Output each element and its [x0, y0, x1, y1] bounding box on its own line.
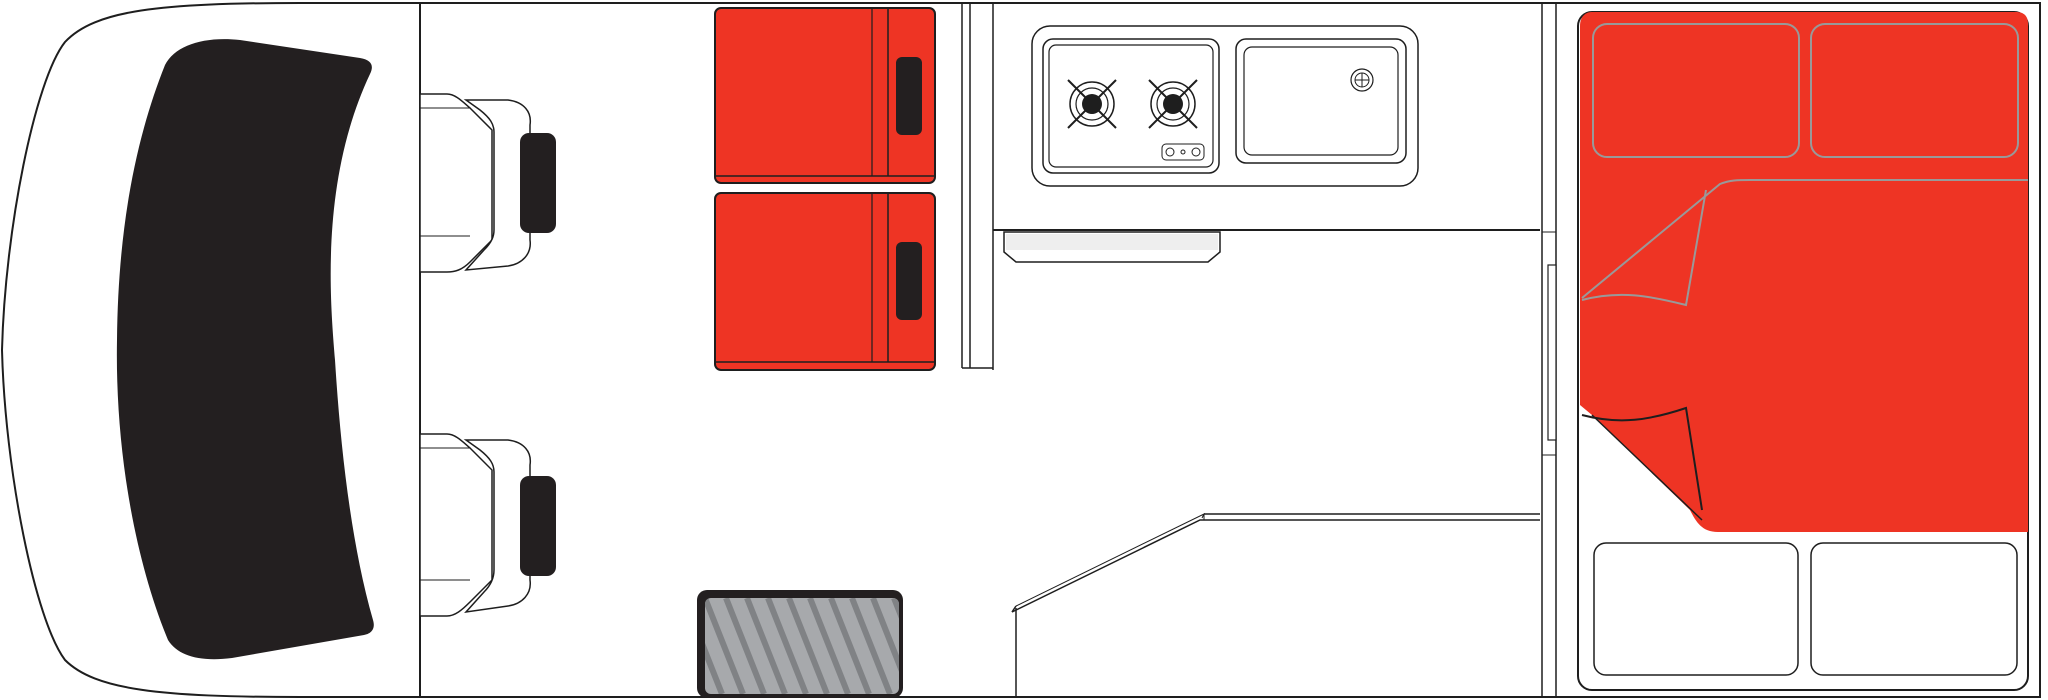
bed-storage	[1593, 542, 1799, 676]
cab-seat-icon	[419, 93, 556, 273]
windscreen-icon	[116, 39, 374, 660]
bench-partition	[961, 3, 994, 370]
pillow	[1810, 23, 2019, 158]
seat-cushion-icon	[714, 7, 936, 184]
bedroom-divider	[1541, 3, 1557, 697]
bed-storage	[1810, 542, 2018, 676]
doormat-stripe	[723, 598, 767, 694]
doormat-stripe	[786, 598, 830, 694]
seat-cushion-icon	[714, 192, 936, 371]
doormat-stripe	[744, 598, 788, 694]
stove-control-icon	[1161, 143, 1205, 161]
duvet-fold	[1581, 179, 2028, 299]
burner-icon	[1067, 79, 1117, 129]
doormat-stripe	[828, 598, 872, 694]
double-bed-icon	[1577, 11, 2029, 691]
lower-cabinet	[1011, 512, 1540, 697]
doormat-icon	[697, 590, 903, 698]
doormat-stripe	[849, 598, 893, 694]
burner-icon	[1148, 79, 1198, 129]
doormat-stripe	[705, 598, 746, 694]
gas-stove-icon	[1042, 38, 1220, 174]
bedding	[1592, 12, 2028, 532]
doormat-stripe	[705, 598, 725, 694]
doormat-stripe	[807, 598, 851, 694]
sink-icon	[1235, 38, 1407, 164]
doormat-stripe	[765, 598, 809, 694]
pillow	[1592, 23, 1800, 158]
doormat-stripe	[870, 598, 899, 694]
drain-icon	[1350, 68, 1374, 92]
cab-seat-icon	[419, 433, 556, 617]
